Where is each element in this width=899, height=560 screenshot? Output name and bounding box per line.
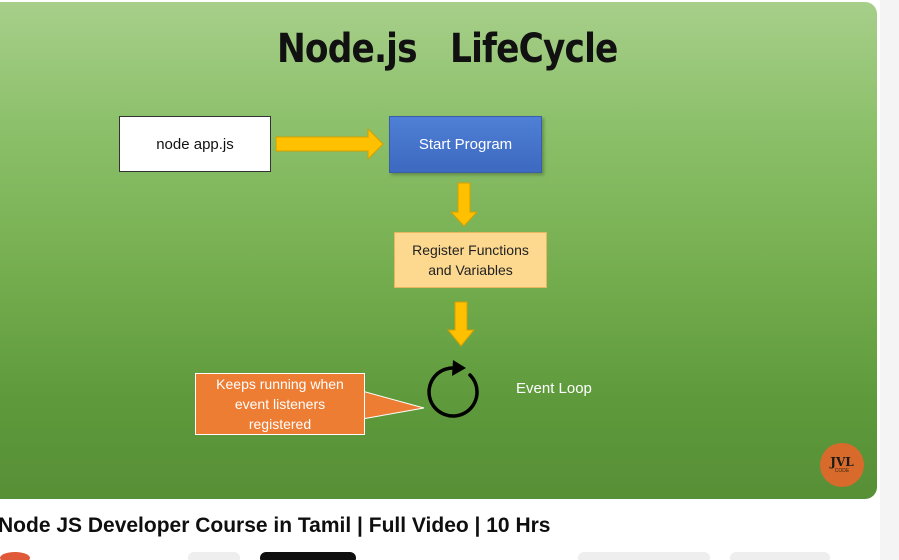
page-scrollbar[interactable]	[880, 0, 899, 560]
start-program-box: Start Program	[389, 116, 542, 173]
register-box-line-2: and Variables	[428, 262, 513, 278]
share-button[interactable]	[730, 552, 830, 560]
flow-arrows	[275, 127, 479, 420]
callout-line-3: registered	[248, 416, 312, 432]
event-loop-label: Event Loop	[516, 380, 592, 397]
register-box-line-1: Register Functions	[412, 242, 529, 258]
keeps-running-callout: Keeps running when event listeners regis…	[195, 373, 365, 435]
callout-tail	[361, 390, 425, 420]
subscribe-button[interactable]	[260, 552, 356, 560]
right-arrow-icon	[275, 127, 384, 161]
video-player[interactable]: Node.js LifeCycle node app.js Start Prog…	[0, 2, 877, 499]
down-arrow-icon	[449, 182, 479, 227]
circular-arrow-icon	[427, 360, 479, 418]
command-box-label: node app.js	[156, 135, 234, 153]
command-box: node app.js	[119, 116, 271, 172]
like-dislike-button[interactable]	[578, 552, 710, 560]
callout-line-1: Keeps running when	[216, 376, 344, 392]
register-functions-box: Register Functions and Variables	[394, 232, 547, 288]
logo-sub: CODE	[834, 468, 850, 474]
channel-avatar[interactable]	[0, 552, 30, 560]
logo-mark: JVL	[830, 455, 854, 469]
start-program-label: Start Program	[418, 136, 513, 153]
join-button[interactable]	[188, 552, 240, 560]
video-title: Node JS Developer Course in Tamil | Full…	[0, 514, 551, 537]
down-arrow-icon	[446, 301, 476, 347]
channel-watermark-logo[interactable]: JVL CODE	[820, 443, 864, 487]
callout-line-2: event listeners	[234, 396, 326, 412]
